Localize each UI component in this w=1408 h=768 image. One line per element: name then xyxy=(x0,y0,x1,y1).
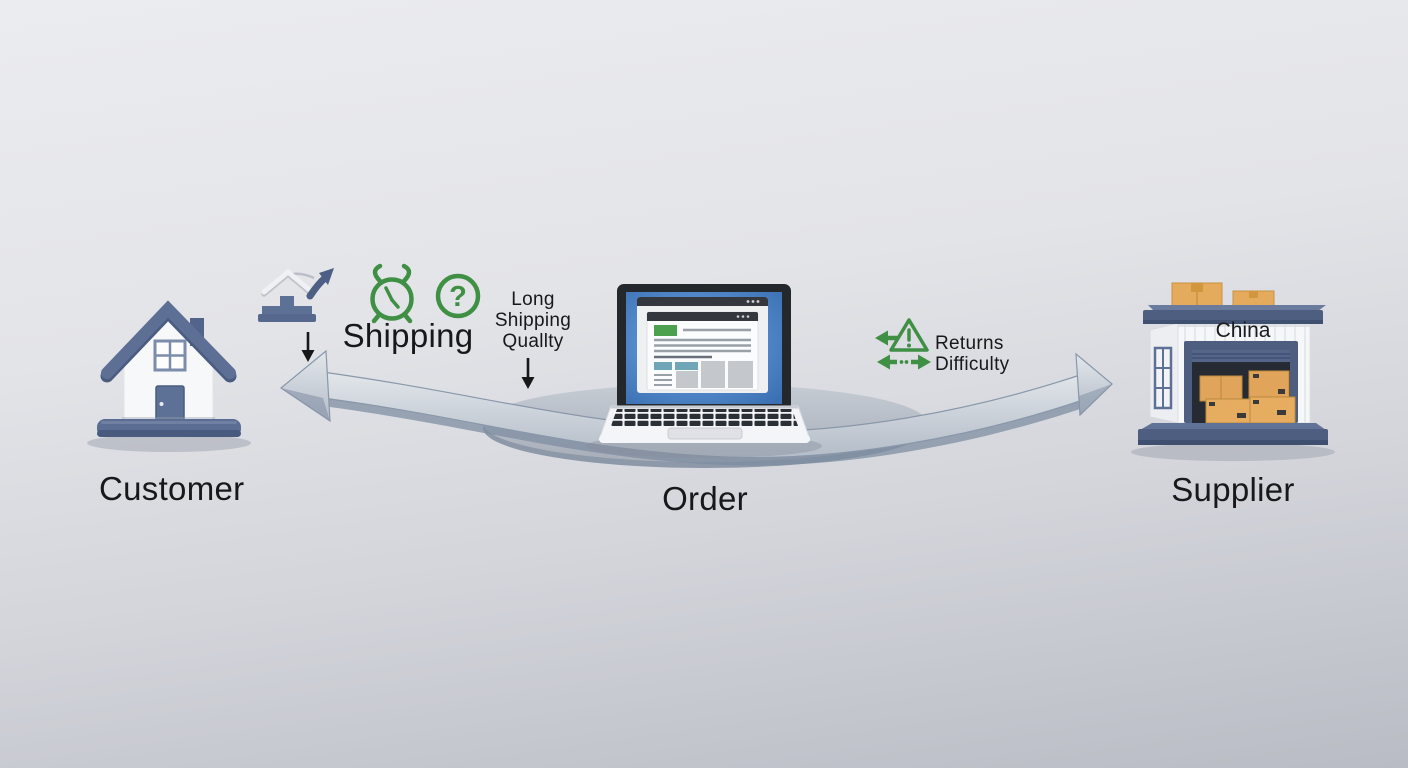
returns-note: Returns Difficulty xyxy=(935,333,1045,375)
returns-line-2: Difficulty xyxy=(935,354,1010,375)
long-shipping-line-3: Quallty xyxy=(502,331,564,352)
long-shipping-note: Long Shipping Quallty xyxy=(483,289,583,352)
china-sign: China xyxy=(1215,319,1271,342)
flow-arrow xyxy=(279,349,1113,466)
shipping-label: Shipping xyxy=(342,317,474,354)
supplier-label: Supplier xyxy=(1171,471,1295,508)
returns-line-1: Returns xyxy=(935,333,1004,354)
returns-warning-icon xyxy=(875,318,931,370)
alarm-clock-icon xyxy=(370,263,414,324)
order-laptop-icon xyxy=(586,284,822,458)
long-shipping-line-1: Long xyxy=(511,289,555,310)
down-arrow-icon xyxy=(521,358,535,389)
order-label: Order xyxy=(662,480,748,517)
supplier-warehouse-icon xyxy=(1131,282,1335,461)
roof-boxes-icon xyxy=(1171,282,1275,309)
question-circle-icon: ? xyxy=(435,273,481,319)
customer-house-icon xyxy=(87,300,251,452)
interior-boxes-icon xyxy=(1199,370,1296,424)
question-glyph: ? xyxy=(449,281,467,313)
customer-label: Customer xyxy=(99,470,245,507)
down-arrow-icon xyxy=(301,332,315,362)
long-shipping-line-2: Shipping xyxy=(494,310,572,331)
home-delivery-icon xyxy=(258,268,334,322)
